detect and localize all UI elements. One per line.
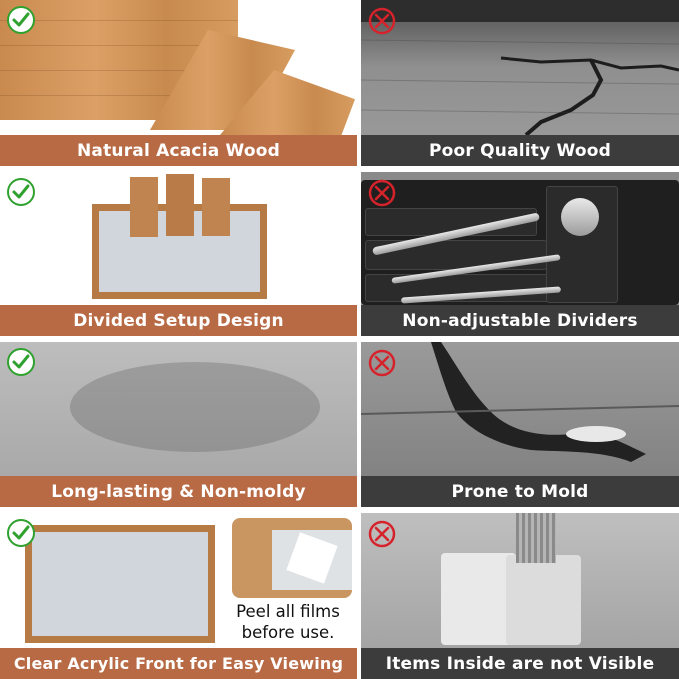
panel-long-lasting-non-moldy: Long-lasting & Non-moldy — [0, 342, 357, 507]
white-holder-image — [441, 553, 516, 645]
peel-note-line1: Peel all films — [236, 602, 340, 621]
green-check-icon — [7, 6, 35, 34]
panel-prone-to-mold: Prone to Mold — [361, 342, 679, 507]
panel-natural-acacia-wood: Natural Acacia Wood — [0, 0, 357, 166]
dark-edge — [361, 0, 679, 22]
panel-items-not-visible: Items Inside are not Visible — [361, 513, 679, 679]
green-check-icon — [7, 178, 35, 206]
film-peel-image — [232, 518, 352, 598]
panel-label: Divided Setup Design — [0, 305, 357, 336]
panel-clear-acrylic-front: Peel all films before use. Clear Acrylic… — [0, 513, 357, 679]
panel-non-adjustable-dividers: Non-adjustable Dividers — [361, 172, 679, 336]
divider-board — [202, 178, 230, 236]
divider-board — [166, 174, 194, 236]
panel-label: Poor Quality Wood — [361, 135, 679, 166]
panel-label: Prone to Mold — [361, 476, 679, 507]
panel-label: Clear Acrylic Front for Easy Viewing — [0, 648, 357, 679]
gray-board-image — [0, 342, 357, 476]
panel-label: Natural Acacia Wood — [0, 135, 357, 166]
white-holder-image — [506, 555, 581, 645]
divider-board — [130, 177, 158, 237]
panel-label: Long-lasting & Non-moldy — [0, 476, 357, 507]
wooden-box-image — [25, 525, 215, 643]
panel-poor-quality-wood: Poor Quality Wood — [361, 0, 679, 166]
chopsticks — [516, 513, 556, 563]
red-cross-icon — [368, 349, 396, 377]
panel-label: Non-adjustable Dividers — [361, 305, 679, 336]
red-cross-icon — [368, 520, 396, 548]
red-cross-icon — [368, 7, 396, 35]
cutlery-tray-image — [361, 180, 679, 305]
crack-illustration — [361, 39, 679, 135]
panel-divided-setup-design: Divided Setup Design — [0, 172, 357, 336]
mold-illustration — [361, 342, 679, 462]
panel-label: Items Inside are not Visible — [361, 648, 679, 679]
green-check-icon — [7, 348, 35, 376]
green-check-icon — [7, 519, 35, 547]
peel-note-line2: before use. — [241, 623, 335, 642]
red-cross-icon — [368, 179, 396, 207]
